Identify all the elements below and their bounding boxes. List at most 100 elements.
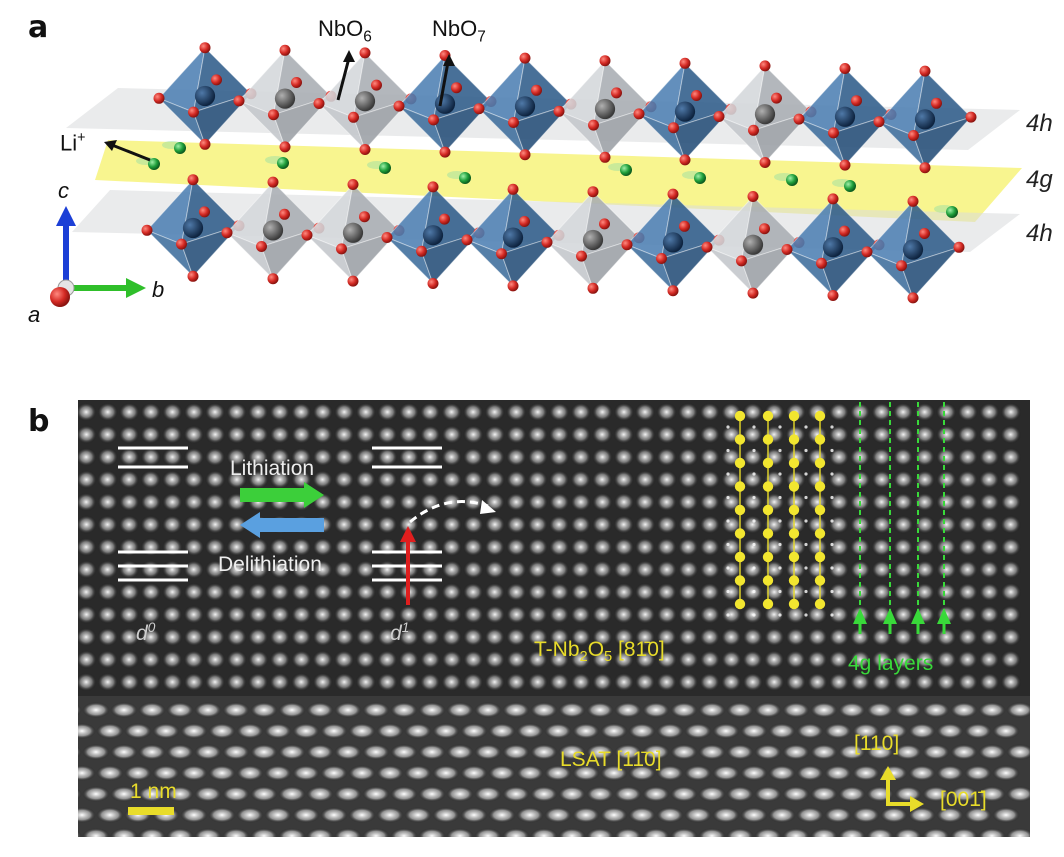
4g-layers-label: 4g layers	[848, 652, 934, 675]
oxygen-atom	[667, 188, 679, 200]
nbo6-polyhedron	[553, 55, 657, 163]
oxygen-atom	[759, 60, 771, 72]
oxygen-atom	[359, 47, 371, 59]
oxygen-atom	[359, 144, 371, 155]
nbo6-label: NbO6	[318, 16, 372, 46]
oxygen-atom	[428, 114, 439, 126]
oxygen-atom	[221, 227, 233, 239]
oxygen-atom	[371, 79, 382, 91]
oxygen-atom	[439, 213, 450, 225]
oxygen-atom	[793, 113, 805, 125]
scale-bar	[128, 807, 174, 815]
b-axis-label: b	[152, 277, 165, 302]
oxygen-atom	[348, 111, 359, 123]
oxygen-atom	[679, 154, 691, 166]
oxygen-atom	[965, 111, 977, 123]
oxygen-atom	[587, 282, 599, 294]
oxygen-atom	[931, 97, 942, 109]
oxygen-atom	[199, 42, 211, 54]
crystal-structure-diagram	[50, 42, 1022, 307]
oxygen-atom	[211, 74, 222, 86]
oxygen-atom	[599, 55, 611, 67]
oxygen-atom	[233, 95, 245, 107]
oxygen-atom	[748, 124, 759, 136]
nb2o5-lattice	[78, 402, 1022, 692]
oxygen-atom	[461, 234, 473, 246]
oxygen-atom	[141, 224, 153, 236]
oxygen-atom	[771, 92, 782, 104]
lithiation-label: Lithiation	[230, 457, 315, 480]
oxygen-atom	[473, 103, 485, 115]
oxygen-atom	[187, 174, 199, 186]
oxygen-atom	[839, 225, 850, 237]
lithium-atom	[379, 162, 391, 174]
lithium-atom	[946, 206, 958, 218]
layer-4h-top-label: 4h	[1026, 110, 1053, 137]
oxygen-atom	[907, 292, 919, 304]
oxygen-atom	[519, 216, 530, 227]
oxygen-atom	[599, 151, 611, 163]
nbo6-arrow	[336, 57, 351, 101]
lsat-lattice	[78, 696, 1030, 837]
oxygen-atom	[153, 92, 165, 104]
oxygen-atom	[611, 87, 622, 99]
a-axis-label: a	[28, 302, 41, 327]
oxygen-atom	[427, 181, 439, 193]
lithium-atom	[459, 172, 471, 184]
oxygen-atom	[199, 138, 211, 150]
octahedra-group	[136, 42, 977, 304]
oxygen-atom	[508, 117, 519, 128]
oxygen-atom	[679, 57, 691, 69]
oxygen-atom	[851, 95, 862, 107]
oxygen-atom	[519, 149, 531, 161]
oxygen-atom	[919, 65, 931, 77]
oxygen-atom	[336, 243, 347, 255]
oxygen-atom	[451, 82, 462, 94]
lithium-atom	[786, 174, 798, 186]
oxygen-atom	[907, 195, 919, 207]
oxygen-atom	[587, 186, 599, 198]
oxygen-atom	[861, 246, 873, 258]
oxygen-atom	[599, 218, 610, 230]
oxygen-atom	[667, 285, 679, 297]
oxygen-atom	[347, 179, 359, 190]
scale-bar-label: 1 nm	[130, 780, 177, 803]
oxygen-atom	[621, 239, 633, 251]
layer-4g-plane	[95, 140, 1022, 222]
oxygen-atom	[896, 260, 907, 272]
oxygen-atom	[759, 223, 770, 235]
oxygen-atom	[188, 106, 199, 118]
direction-001-label: [001̄]	[940, 788, 987, 811]
oxygen-atom	[291, 77, 302, 88]
electron-arrow	[400, 526, 416, 605]
oxygen-atom	[839, 159, 851, 171]
oxygen-atom	[828, 127, 839, 139]
a-axis-marker	[50, 287, 70, 307]
oxygen-atom	[279, 44, 291, 56]
oxygen-atom	[553, 105, 565, 117]
oxygen-atom	[393, 100, 405, 112]
nb2o5-orientation-label: T-Nb2O5 [81̄0]	[534, 638, 665, 666]
nbo7-polyhedron	[861, 195, 965, 304]
oxygen-atom	[919, 228, 930, 239]
oxygen-atom	[816, 257, 827, 269]
oxygen-atom	[747, 191, 759, 202]
4g-layer-lines	[853, 402, 951, 634]
oxygen-atom	[531, 84, 542, 96]
oxygen-atom	[701, 241, 713, 253]
nbo6-polyhedron	[313, 47, 417, 155]
oxygen-atom	[176, 238, 187, 250]
oxygen-atom	[541, 236, 553, 248]
oxygen-atom	[187, 270, 199, 282]
d0-energy-levels	[118, 446, 188, 582]
lithium-atom	[148, 158, 160, 170]
li-arrow	[111, 143, 151, 162]
oxygen-atom	[919, 162, 931, 174]
panel-b-label: b	[28, 404, 50, 439]
lithium-atom	[844, 180, 856, 192]
c-axis-label: c	[58, 178, 69, 203]
electron-hop-arrow	[409, 500, 489, 524]
oxygen-atom	[588, 119, 599, 131]
oxygen-atom	[908, 130, 919, 141]
delithiation-label: Delithiation	[218, 553, 322, 576]
